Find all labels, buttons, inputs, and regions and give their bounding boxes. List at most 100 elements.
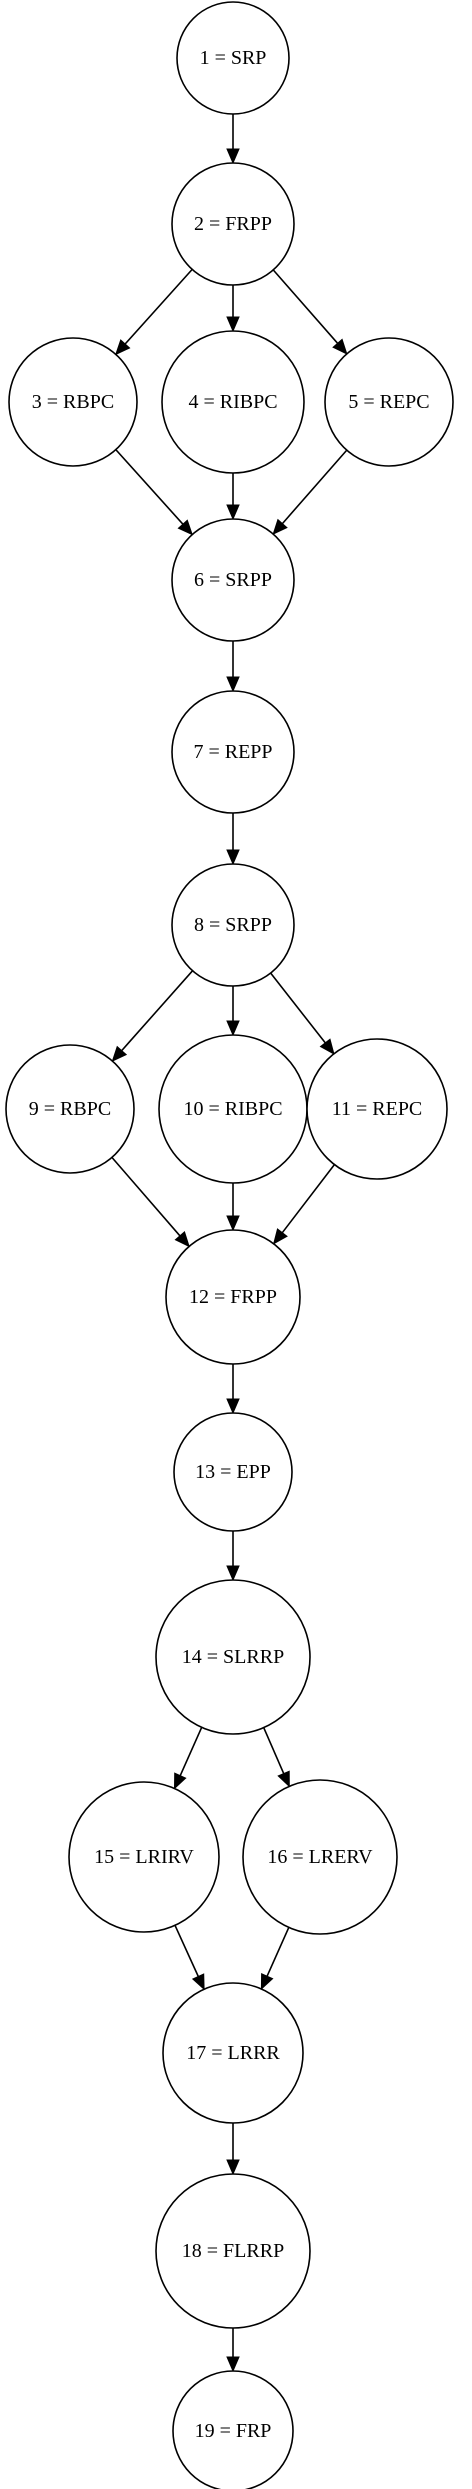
node-label: 2 = FRPP — [194, 213, 272, 235]
node-17: 17 = LRRR — [162, 1982, 304, 2124]
arrowhead-icon — [226, 316, 240, 333]
edge-7-to-8 — [226, 813, 240, 866]
arrowhead-icon — [173, 1772, 187, 1790]
node-circle — [171, 690, 295, 814]
node-2: 2 = FRPP — [171, 162, 295, 286]
node-label: 4 = RIBPC — [188, 391, 277, 413]
edge-2-to-4 — [226, 285, 240, 333]
arrowhead-icon — [226, 148, 240, 165]
edge-8-to-10 — [226, 986, 240, 1037]
node-circle — [242, 1779, 398, 1935]
arrowhead-icon — [226, 1398, 240, 1415]
edge-18-to-19 — [226, 2328, 240, 2373]
arrowhead-icon — [174, 1231, 190, 1248]
edge-10-to-12 — [226, 1183, 240, 1232]
arrowhead-icon — [272, 1228, 288, 1245]
edge-4-to-6 — [226, 473, 240, 521]
arrowhead-icon — [277, 1770, 290, 1788]
node-circle — [165, 1229, 301, 1365]
node-7: 7 = REPP — [171, 690, 295, 814]
node-label: 9 = RBPC — [29, 1098, 111, 1120]
edge-line — [262, 1727, 285, 1774]
node-11: 11 = REPC — [306, 1038, 448, 1180]
arrowhead-icon — [226, 2159, 240, 2176]
node-label: 1 = SRP — [200, 47, 267, 69]
arrowhead-icon — [332, 338, 348, 355]
edge-13-to-14 — [226, 1531, 240, 1582]
node-circle — [172, 2370, 294, 2489]
edge-line — [124, 268, 193, 345]
node-label: 16 = LRERV — [267, 1846, 373, 1868]
edge-line — [272, 269, 339, 344]
node-6: 6 = SRPP — [171, 518, 295, 642]
arrowhead-icon — [114, 339, 131, 356]
node-14: 14 = SLRRP — [155, 1579, 311, 1735]
nodes-layer: 1 = SRP 2 = FRPP 3 = RBPC 4 = RIBPC 5 = REPC… — [5, 1, 454, 2489]
node-4: 4 = RIBPC — [161, 330, 305, 474]
node-12: 12 = FRPP — [165, 1229, 301, 1365]
node-circle — [171, 162, 295, 286]
node-label: 11 = REPC — [332, 1098, 423, 1120]
node-circle — [171, 518, 295, 642]
node-circle — [155, 2173, 311, 2329]
edge-14-to-16 — [262, 1727, 290, 1788]
node-label: 7 = REPP — [193, 741, 272, 763]
node-label: 10 = RIBPC — [183, 1098, 282, 1120]
edge-8-to-11 — [269, 972, 335, 1055]
arrowhead-icon — [191, 1973, 205, 1991]
node-19: 19 = FRP — [172, 2370, 294, 2489]
node-label: 18 = FLRRP — [182, 2240, 284, 2262]
edge-6-to-7 — [226, 641, 240, 693]
node-label: 17 = LRRR — [186, 2042, 280, 2064]
arrowhead-icon — [226, 1565, 240, 1582]
node-label: 6 = SRPP — [194, 569, 272, 591]
edge-line — [281, 1164, 336, 1234]
node-circle — [5, 1044, 135, 1174]
arrowhead-icon — [260, 1973, 274, 1991]
edge-16-to-17 — [260, 1927, 290, 1991]
edge-line — [174, 1924, 200, 1977]
edge-9-to-12 — [111, 1156, 190, 1248]
arrowhead-icon — [272, 518, 288, 536]
edge-8-to-9 — [111, 970, 194, 1063]
node-circle — [161, 330, 305, 474]
node-label: 15 = LRIRV — [94, 1846, 194, 1868]
node-label: 3 = RBPC — [32, 391, 114, 413]
edges-layer — [111, 114, 348, 2373]
edge-line — [115, 449, 184, 525]
arrowhead-icon — [226, 676, 240, 693]
edge-line — [269, 972, 326, 1044]
node-label: 12 = FRPP — [189, 1286, 277, 1308]
arrowhead-icon — [226, 1020, 240, 1037]
node-9: 9 = RBPC — [5, 1044, 135, 1174]
edge-3-to-6 — [115, 449, 194, 536]
node-15: 15 = LRIRV — [68, 1781, 220, 1933]
node-13: 13 = EPP — [173, 1412, 293, 1532]
arrowhead-icon — [226, 1215, 240, 1232]
arrowhead-icon — [319, 1038, 335, 1055]
edge-line — [266, 1927, 290, 1977]
edge-line — [281, 449, 348, 525]
node-5: 5 = REPC — [324, 337, 454, 467]
arrowhead-icon — [226, 504, 240, 521]
node-label: 13 = EPP — [195, 1461, 271, 1483]
arrowhead-icon — [177, 519, 194, 536]
edge-2-to-5 — [272, 269, 348, 355]
node-label: 5 = REPC — [348, 391, 429, 413]
node-10: 10 = RIBPC — [158, 1034, 308, 1184]
edge-line — [179, 1726, 203, 1777]
node-circle — [324, 337, 454, 467]
node-label: 8 = SRPP — [194, 914, 272, 936]
node-circle — [176, 1, 290, 115]
arrowhead-icon — [111, 1045, 128, 1063]
edge-1-to-2 — [226, 114, 240, 165]
edge-11-to-12 — [272, 1164, 336, 1245]
node-circle — [173, 1412, 293, 1532]
node-1: 1 = SRP — [176, 1, 290, 115]
arrowhead-icon — [226, 849, 240, 866]
node-circle — [306, 1038, 448, 1180]
node-16: 16 = LRERV — [242, 1779, 398, 1935]
edge-2-to-3 — [114, 268, 193, 356]
node-circle — [8, 337, 138, 467]
